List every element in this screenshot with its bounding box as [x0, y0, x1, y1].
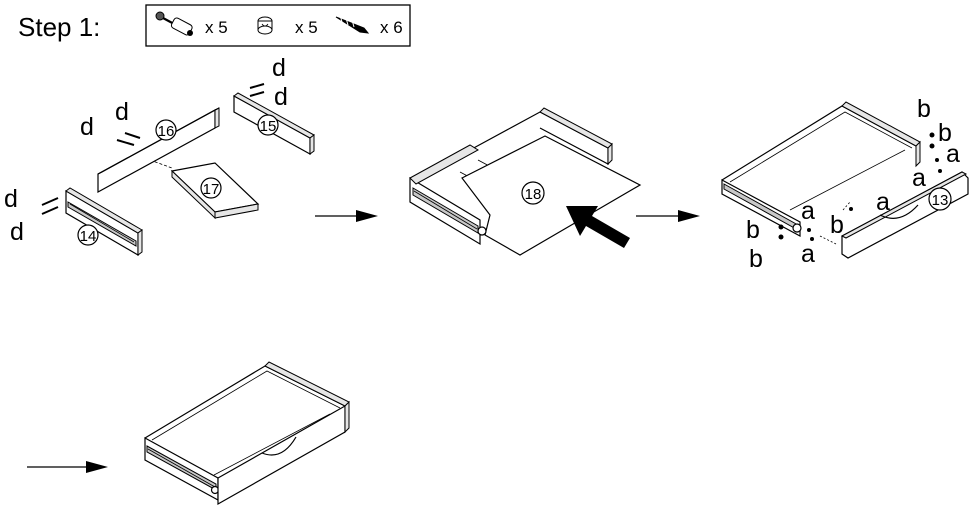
finished-drawer	[144, 361, 350, 506]
label-b: b	[746, 216, 760, 244]
label-d: d	[10, 218, 24, 246]
label-d: d	[274, 83, 288, 111]
screw-d-markers	[41, 83, 265, 215]
part-16-label: 16	[158, 123, 175, 140]
label-d: d	[272, 54, 286, 82]
label-b: b	[830, 211, 844, 239]
part-15: 15	[233, 92, 315, 156]
part-14: 14	[65, 187, 143, 257]
arrow-right-icon	[636, 210, 700, 222]
part-14-label: 14	[80, 228, 97, 245]
label-b: b	[938, 119, 952, 147]
part-13-label: 13	[932, 192, 949, 209]
part-17: 17	[170, 162, 260, 220]
part-17-label: 17	[203, 181, 220, 198]
insert-arrow-icon	[566, 206, 630, 248]
label-a: a	[801, 240, 815, 268]
label-b: b	[749, 245, 763, 273]
drawer-frame-with-bottom: 18	[409, 107, 642, 256]
part-15-label: 15	[260, 118, 277, 135]
label-a: a	[876, 188, 890, 216]
cam-lock-icon	[257, 16, 273, 35]
screw-icon	[335, 14, 370, 34]
arrow-right-icon	[315, 210, 378, 222]
step-title: Step 1:	[18, 12, 100, 42]
arrow-right-icon	[27, 461, 108, 473]
label-d: d	[80, 113, 94, 141]
label-b: b	[917, 95, 931, 123]
label-d: d	[115, 98, 129, 126]
drawer-attach-front: 13	[721, 101, 969, 259]
cam-lock-qty: x 5	[295, 18, 318, 37]
label-a: a	[801, 197, 815, 225]
part-18-label: 18	[525, 186, 542, 203]
part-16: 16	[97, 107, 220, 194]
fitting-markers	[778, 132, 942, 245]
cam-bolt-icon	[155, 11, 193, 36]
cam-bolt-qty: x 5	[205, 18, 228, 37]
exploded-parts: 17 16 15 14	[4, 54, 315, 257]
label-a: a	[912, 164, 926, 192]
screw-qty: x 6	[380, 18, 403, 37]
label-a: a	[946, 140, 960, 168]
label-d: d	[4, 185, 18, 213]
hardware-box: x 5 x 5 x 6	[145, 4, 411, 47]
